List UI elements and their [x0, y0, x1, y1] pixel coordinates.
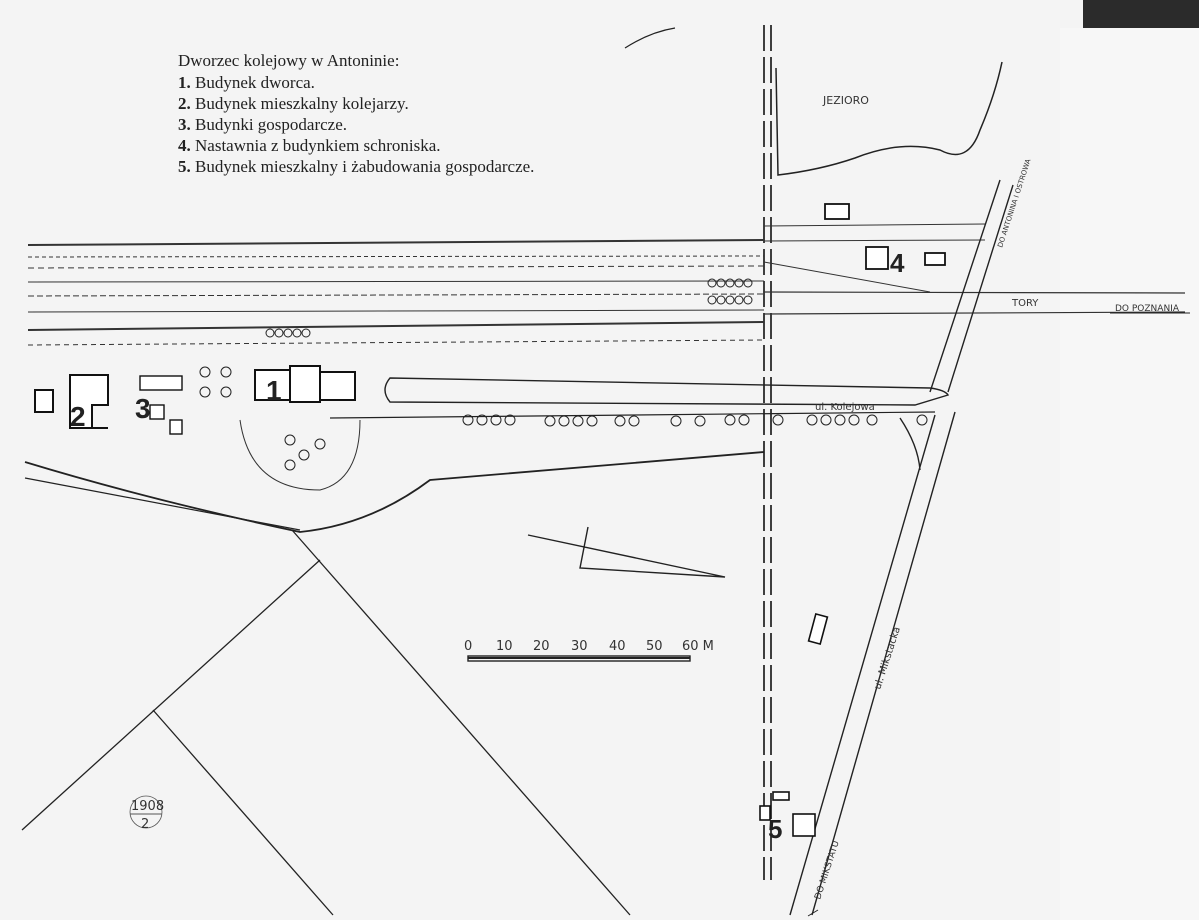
legend-item-2-text: Budynek mieszkalny kolejarzy. — [195, 94, 409, 113]
parcel-boundaries — [21, 529, 631, 916]
legend-title: Dworzec kolejowy w Antoninie: — [178, 51, 400, 70]
building-4-signal-box — [824, 203, 946, 270]
railway-tracks — [27, 223, 1186, 346]
legend-item-1: 1. Budynek dworca. — [178, 72, 534, 93]
legend-item-3-number: 3. — [178, 115, 191, 134]
marker-2: 2 — [70, 401, 86, 432]
road-to-antonin — [929, 179, 1014, 393]
pencil-stroke — [624, 27, 676, 49]
scale-bar: 0 10 20 30 40 50 60 M — [464, 639, 714, 662]
legend-item-2: 2. Budynek mieszkalny kolejarzy. — [178, 93, 534, 114]
tracks-label: TORY — [1011, 298, 1039, 309]
small-building — [807, 612, 829, 646]
kolejowa-street — [384, 377, 950, 406]
legend-item-1-text: Budynek dworca. — [195, 73, 315, 92]
svg-text:2: 2 — [141, 817, 149, 832]
legend-item-3: 3. Budynki gospodarcze. — [178, 114, 534, 135]
trees-station-square — [199, 366, 326, 471]
lake-label: JEZIORO — [822, 94, 869, 107]
legend-item-5-text: Budynek mieszkalny i żabudowania gospoda… — [195, 157, 535, 176]
legend-item-4: 4. Nastawnia z budynkiem schroniska. — [178, 135, 534, 156]
scale-label-10: 10 — [496, 639, 513, 654]
legend-item-5: 5. Budynek mieszkalny i żabudowania gosp… — [178, 156, 534, 177]
to-mikstat-label: DO MIKSTATU — [813, 840, 841, 901]
platform-edge — [329, 411, 936, 419]
legend-item-3-text: Budynki gospodarcze. — [195, 115, 348, 134]
legend-item-5-number: 5. — [178, 157, 191, 176]
legend-item-1-number: 1. — [178, 73, 191, 92]
map-sheet-left — [0, 0, 1083, 920]
scale-label-50: 50 — [646, 639, 663, 654]
scale-label-40: 40 — [609, 639, 626, 654]
building-1-station — [254, 365, 356, 403]
scale-label-20: 20 — [533, 639, 550, 654]
marker-5: 5 — [768, 814, 782, 844]
scale-label-0: 0 — [464, 639, 472, 654]
to-mikstat-arrow — [807, 909, 819, 917]
to-poznan-label: DO POZNANIA — [1115, 304, 1180, 314]
sheet-number: 1908 2 — [129, 795, 164, 832]
map-legend: Dworzec kolejowy w Antoninie: 1. Budynek… — [178, 50, 534, 177]
tree-row-tracks — [265, 278, 753, 338]
station-square-inner — [239, 419, 361, 491]
triangle-mark — [527, 526, 726, 578]
marker-1: 1 — [266, 375, 282, 406]
building-2-residential — [34, 374, 109, 429]
station-square-road — [24, 451, 765, 533]
kolejowa-street-label: ul. Kolejowa — [815, 402, 875, 413]
mikstacka-street — [789, 411, 956, 916]
to-antonin-label: DO ANTONINA I OSTROWA — [996, 158, 1032, 249]
marker-4: 4 — [890, 248, 905, 278]
building-5-residential — [759, 791, 816, 837]
sheet-join-line — [763, 25, 772, 880]
scale-label-60m: 60 M — [682, 639, 714, 654]
legend-item-4-text: Nastawnia z budynkiem schroniska. — [195, 136, 441, 155]
svg-text:1908: 1908 — [131, 799, 164, 814]
lake-shoreline — [775, 61, 1003, 176]
mikstacka-street-label: ul. Mikstacka — [872, 626, 903, 691]
marker-3: 3 — [135, 393, 151, 424]
scale-label-30: 30 — [571, 639, 588, 654]
yard-line — [24, 477, 301, 531]
legend-item-2-number: 2. — [178, 94, 191, 113]
building-3-outbuildings — [139, 375, 183, 435]
tree-row-kolejowa — [462, 414, 928, 427]
legend-item-4-number: 4. — [178, 136, 191, 155]
map-sheet-right — [1060, 28, 1199, 920]
